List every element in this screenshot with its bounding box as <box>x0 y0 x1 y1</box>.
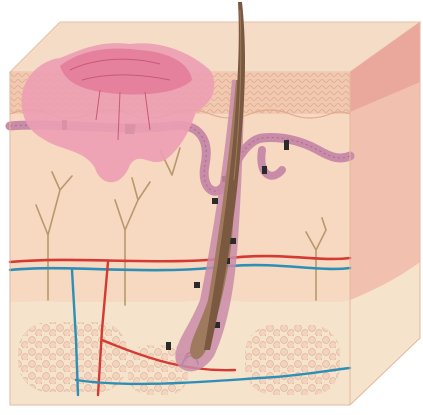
skin-diagram <box>0 0 423 415</box>
skin-diagram-canvas <box>0 0 423 415</box>
